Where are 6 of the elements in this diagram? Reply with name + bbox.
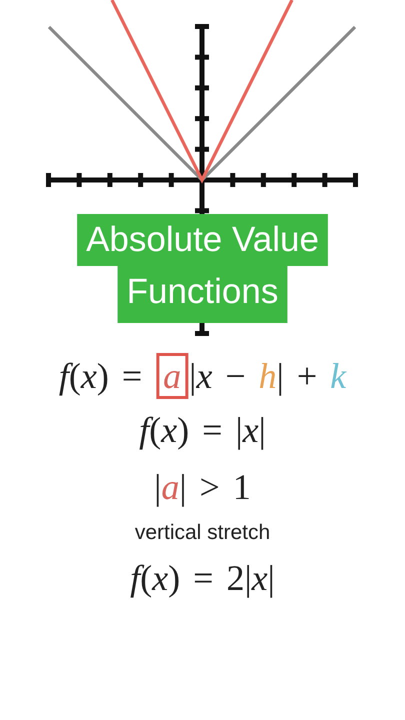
math-inequality: |a| > 1 [154, 467, 251, 507]
math-formula: f(x) = |x| [139, 410, 266, 450]
math-formula: f(x) = 2|x| [130, 558, 275, 598]
note-text: vertical stretch [134, 521, 270, 545]
title-banner: Absolute Value Functions [76, 214, 329, 323]
math-formula: f(x) = a|x − h| + k [58, 356, 346, 396]
